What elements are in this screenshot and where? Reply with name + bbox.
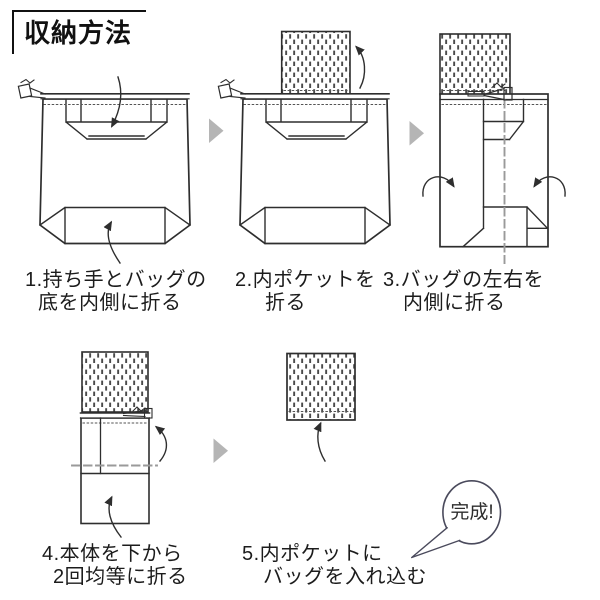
step4-caption-line2: 2回均等に折る	[53, 566, 188, 588]
step1-bag-diagram	[17, 76, 191, 264]
step1-caption-line1: 1.持ち手とバッグの	[25, 269, 207, 291]
step2-inner-pocket	[280, 30, 351, 97]
completion-bubble	[411, 479, 502, 559]
step1-drawstring-band	[40, 93, 190, 105]
completion-label: 完成!	[450, 502, 494, 523]
step3-right-fold-arrow	[533, 176, 566, 197]
step1-bottom-fold	[39, 206, 191, 245]
transition-arrow-1-icon	[209, 118, 224, 143]
step1-caption-line2: 底を内側に折る	[38, 292, 182, 314]
step5-caption-line2: バッグを入れ込む	[263, 566, 427, 588]
step1-cord-toggle-icon	[17, 78, 46, 99]
step4-caption-line1: 4.本体を下から	[42, 543, 183, 565]
step2-drawstring-band	[240, 93, 390, 105]
step4-inner-pocket	[81, 351, 149, 413]
transition-arrow-3-icon	[213, 438, 228, 463]
step1-bottom-fold-arrow	[103, 220, 121, 264]
step3-caption-line1: 3.バッグの左右を	[383, 269, 545, 291]
step5-caption-line1: 5.内ポケットに	[242, 543, 383, 565]
step3-left-fold-arrow	[422, 176, 455, 197]
step3-handle-remnant	[482, 98, 525, 141]
transition-arrow-2-icon	[409, 121, 424, 146]
step4-upper-fold-arrow	[154, 425, 168, 462]
step3-bottom-remnant	[482, 206, 549, 248]
step2-caption: 2.内ポケットを 折る	[235, 269, 376, 315]
step3-cord-toggle-icon	[467, 82, 513, 101]
step1-handle-fold-arrow	[111, 76, 122, 128]
step1-caption: 1.持ち手とバッグの 底を内側に折る	[25, 269, 207, 315]
step3-caption: 3.バッグの左右を 内側に折る	[383, 269, 544, 315]
step2-bag-diagram	[217, 30, 391, 245]
step4-bag-diagram	[71, 351, 168, 538]
step4-bottom-fold-arrow	[104, 495, 122, 538]
step4-cord-toggle-icon	[122, 406, 153, 419]
step3-bag-diagram	[422, 33, 566, 264]
step2-caption-line2: 折る	[265, 292, 306, 314]
step2-cord-toggle-icon	[217, 78, 246, 99]
step5-inner-pocket	[286, 352, 356, 421]
step3-caption-line2: 内側に折る	[403, 292, 506, 314]
step4-caption: 4.本体を下から 2回均等に折る	[42, 543, 188, 589]
step5-caption: 5.内ポケットに バッグを入れ込む	[242, 543, 427, 589]
step5-pocket-diagram	[286, 352, 356, 462]
step4-drawstring-band	[79, 412, 151, 424]
page-title: 収納方法	[12, 10, 147, 54]
step2-folded-handle	[265, 98, 368, 140]
step2-caption-line1: 2.内ポケットを	[235, 269, 376, 291]
step5-insert-arrow	[313, 421, 326, 462]
step2-pocket-fold-arrow	[355, 45, 366, 89]
step2-bottom-fold	[239, 206, 391, 245]
